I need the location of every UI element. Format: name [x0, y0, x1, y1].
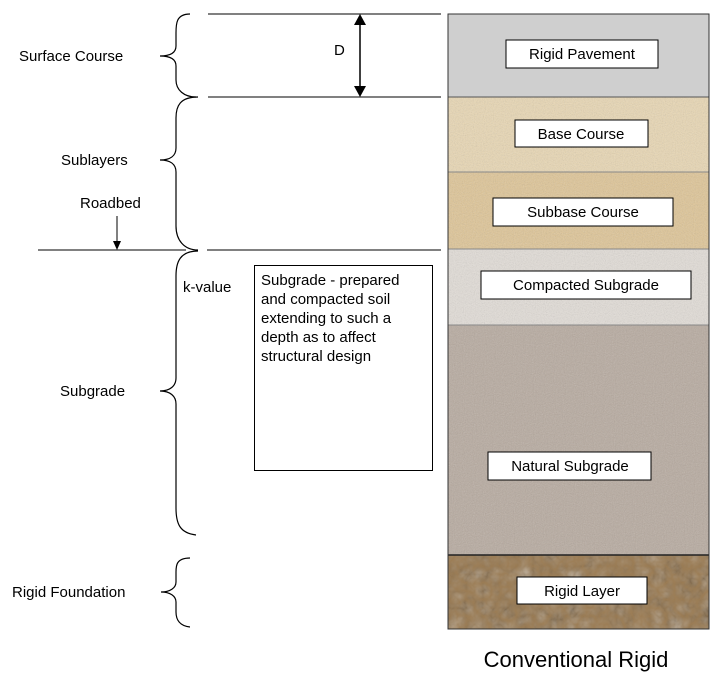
- layer-label: Subbase Course: [527, 204, 639, 221]
- layer-column: Rigid Pavement Base Course Subbase Cours…: [447, 13, 710, 630]
- rigid-foundation-label: Rigid Foundation: [12, 584, 125, 601]
- thickness-dimension-arrow: [354, 14, 366, 97]
- layer-subbase-course: Subbase Course: [448, 172, 709, 249]
- layer-compacted-subgrade: Compacted Subgrade: [448, 249, 709, 325]
- layer-natural-subgrade: Natural Subgrade: [448, 325, 709, 555]
- surface-course-label: Surface Course: [19, 48, 123, 65]
- layer-label: Base Course: [538, 126, 625, 143]
- layer-rigid-layer: Rigid Layer: [448, 555, 709, 629]
- layer-rigid-pavement: Rigid Pavement: [448, 14, 709, 97]
- diagram-caption: Conventional Rigid: [484, 647, 669, 672]
- sublayers-label: Sublayers: [61, 152, 128, 169]
- subgrade-description-text: Subgrade - prepared and compacted soil e…: [261, 272, 400, 365]
- thickness-label: D: [334, 42, 345, 59]
- subgrade-brace: [159, 250, 199, 536]
- layer-label: Compacted Subgrade: [513, 277, 659, 294]
- rigid-foundation-brace: [160, 557, 191, 628]
- roadbed-arrow: [113, 216, 121, 250]
- sublayers-brace: [159, 96, 199, 251]
- surface-course-brace: [159, 13, 197, 98]
- layer-label: Rigid Pavement: [529, 46, 636, 63]
- subgrade-description-box: Subgrade - prepared and compacted soil e…: [254, 265, 433, 471]
- roadbed-label: Roadbed: [80, 195, 141, 212]
- k-value-label: k-value: [183, 279, 231, 296]
- layer-label: Rigid Layer: [544, 583, 620, 600]
- layer-base-course: Base Course: [448, 97, 709, 172]
- subgrade-label: Subgrade: [60, 383, 125, 400]
- layer-label: Natural Subgrade: [511, 458, 629, 475]
